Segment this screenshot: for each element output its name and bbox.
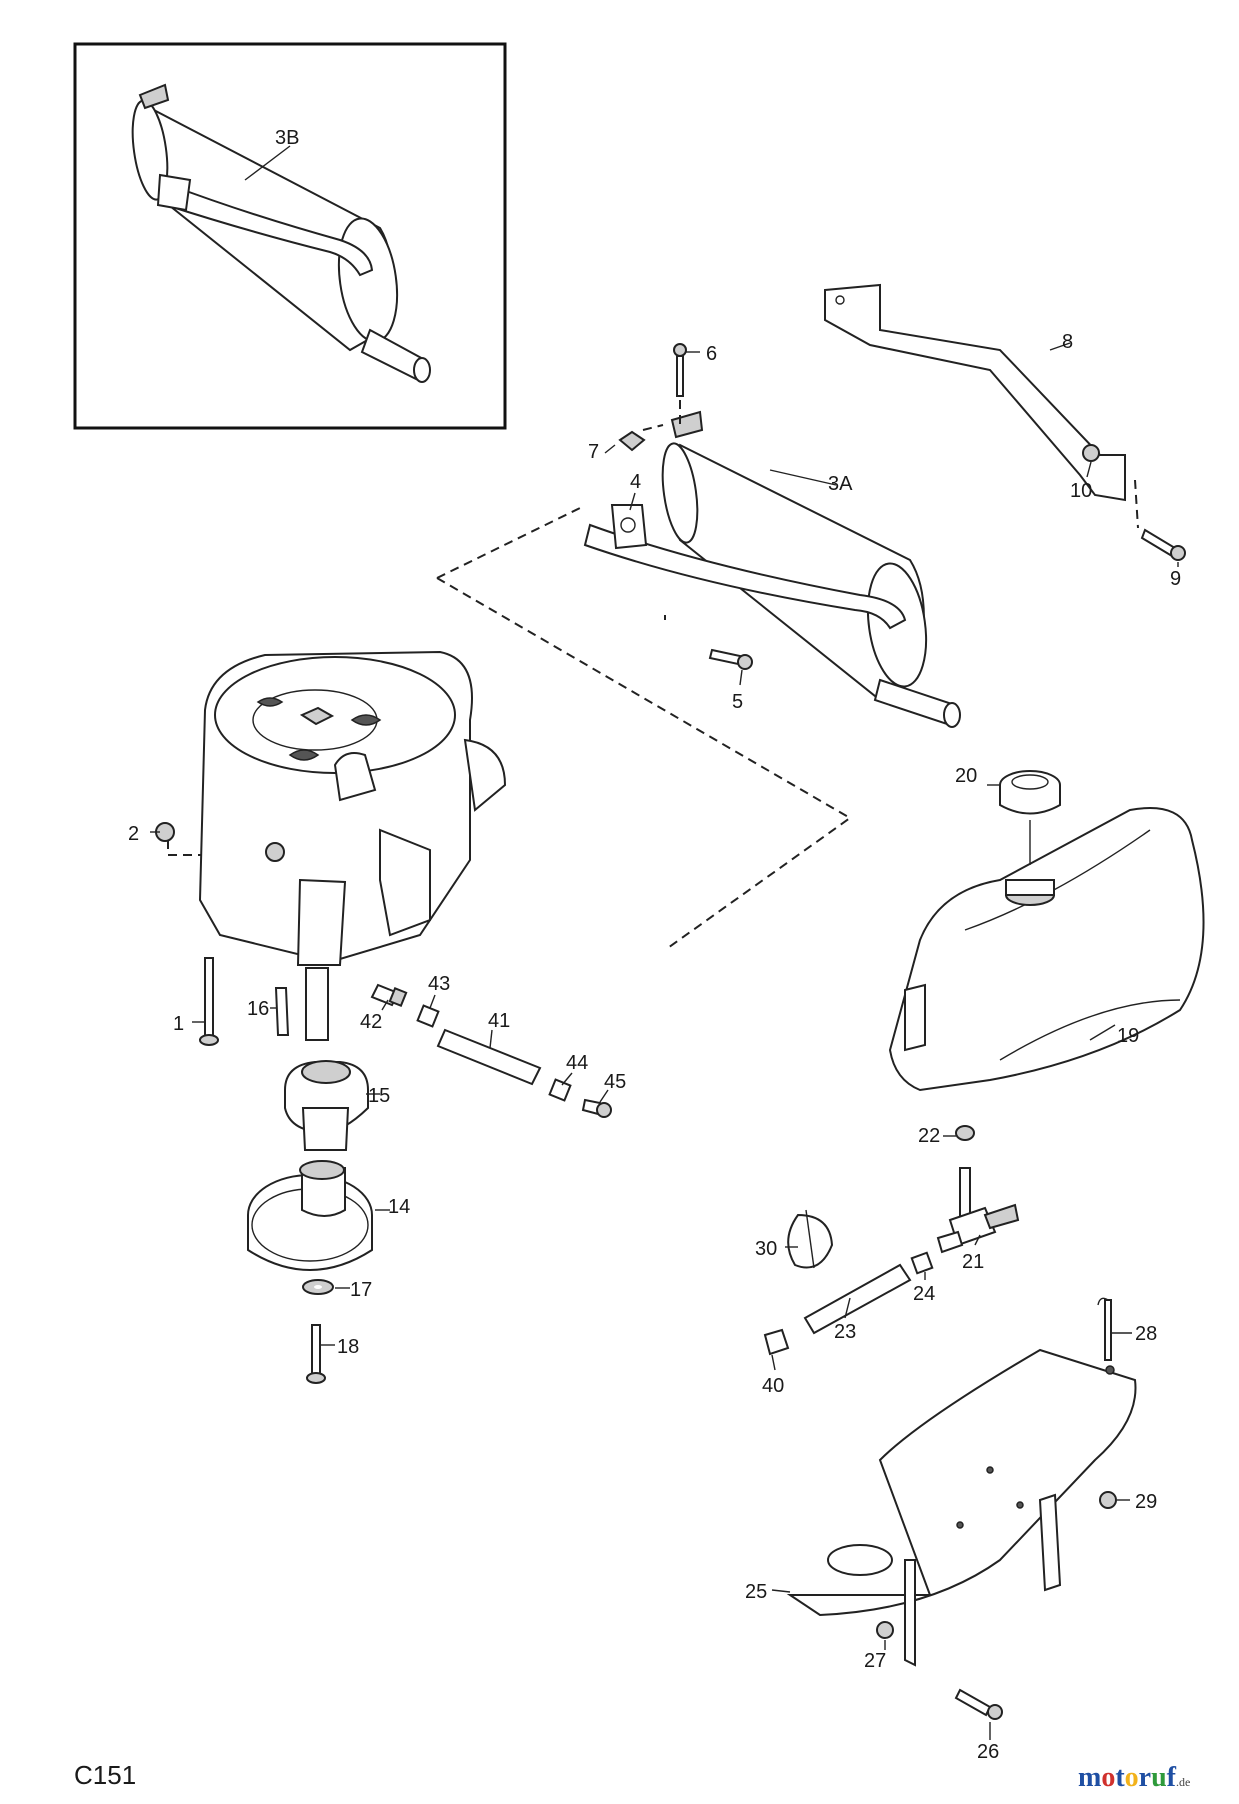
part-label: 45 [604, 1071, 626, 1093]
part-label: 15 [368, 1085, 390, 1107]
part-label: 27 [864, 1650, 886, 1672]
brand-logo: motoruf.de [1078, 1756, 1238, 1796]
bolt-18 [306, 1324, 326, 1384]
clamp-44 [548, 1078, 572, 1102]
part-label: 14 [388, 1196, 410, 1218]
motoruf-logo-icon: motoruf.de [1078, 1762, 1190, 1793]
nut-27 [876, 1621, 894, 1639]
part-label: 44 [566, 1052, 588, 1074]
part-label: 10 [1070, 480, 1092, 502]
part-label: 16 [247, 998, 269, 1020]
assembly-line-muffler [436, 400, 1139, 951]
part-label: 4 [630, 471, 641, 493]
clamp-40 [763, 1328, 790, 1356]
part-label: 30 [755, 1238, 777, 1260]
fuel-cap-20 [999, 770, 1061, 815]
clamp-43 [416, 1004, 440, 1028]
part-label: 17 [350, 1279, 372, 1301]
assembly-line-nut-2 [167, 840, 212, 856]
pulley-15 [284, 1060, 369, 1151]
muffler-3a [583, 410, 961, 728]
bracket-8 [824, 283, 1126, 502]
leader-lines [150, 145, 1179, 1740]
nut-10 [1082, 444, 1100, 462]
bolt-9 [1140, 528, 1186, 561]
part-label: 26 [977, 1741, 999, 1763]
clamp-24 [910, 1251, 934, 1275]
part-label: 22 [918, 1125, 940, 1147]
part-label: 25 [745, 1581, 767, 1603]
part-label: 41 [488, 1010, 510, 1032]
svg-text:motoruf.de: motoruf.de [1078, 1762, 1190, 1793]
part-label: 5 [732, 691, 743, 713]
part-label: 42 [360, 1011, 382, 1033]
fuel-tank-19 [888, 807, 1205, 1092]
part-label: 6 [706, 343, 717, 365]
hose-41 [436, 1028, 542, 1086]
part-label: 2 [128, 823, 139, 845]
fuel-valve-21 [936, 1167, 1020, 1254]
key-16 [274, 987, 290, 1036]
hose-23 [803, 1263, 912, 1335]
pulley-14 [247, 1160, 373, 1271]
part-label: 7 [588, 441, 599, 463]
nut-7 [618, 430, 646, 452]
part-label: 28 [1135, 1323, 1157, 1345]
part-label: 8 [1062, 331, 1073, 353]
part-label: 9 [1170, 568, 1181, 590]
part-label: 19 [1117, 1025, 1139, 1047]
nut-29 [1099, 1491, 1117, 1509]
fitting-45 [581, 1098, 612, 1118]
gasket-4 [610, 504, 648, 550]
part-label: 3B [275, 127, 299, 149]
part-label: 20 [955, 765, 977, 787]
bolt-5 [708, 648, 753, 670]
crankshaft [305, 967, 329, 1041]
part-label: 29 [1135, 1491, 1157, 1513]
page-code: C151 [74, 1760, 137, 1790]
bolt-26 [954, 1688, 1003, 1720]
part-label: 18 [337, 1336, 359, 1358]
bolt-1 [199, 957, 219, 1046]
engine [198, 650, 507, 966]
inset-muffler-3b [73, 42, 507, 430]
bolt-6 [673, 343, 687, 397]
fitting-42 [370, 983, 408, 1008]
part-label: 23 [834, 1321, 856, 1343]
part-label: 3A [828, 473, 853, 495]
part-label: 24 [913, 1283, 935, 1305]
part-label: 21 [962, 1251, 984, 1273]
nut-22 [955, 1125, 975, 1141]
tie-strap-30 [787, 1209, 834, 1269]
bolt-28 [1097, 1297, 1112, 1361]
part-label: 40 [762, 1375, 784, 1397]
heat-shield-25 [786, 1348, 1137, 1667]
part-label: 43 [428, 973, 450, 995]
washer-17 [302, 1279, 334, 1295]
part-label: 1 [173, 1013, 184, 1035]
